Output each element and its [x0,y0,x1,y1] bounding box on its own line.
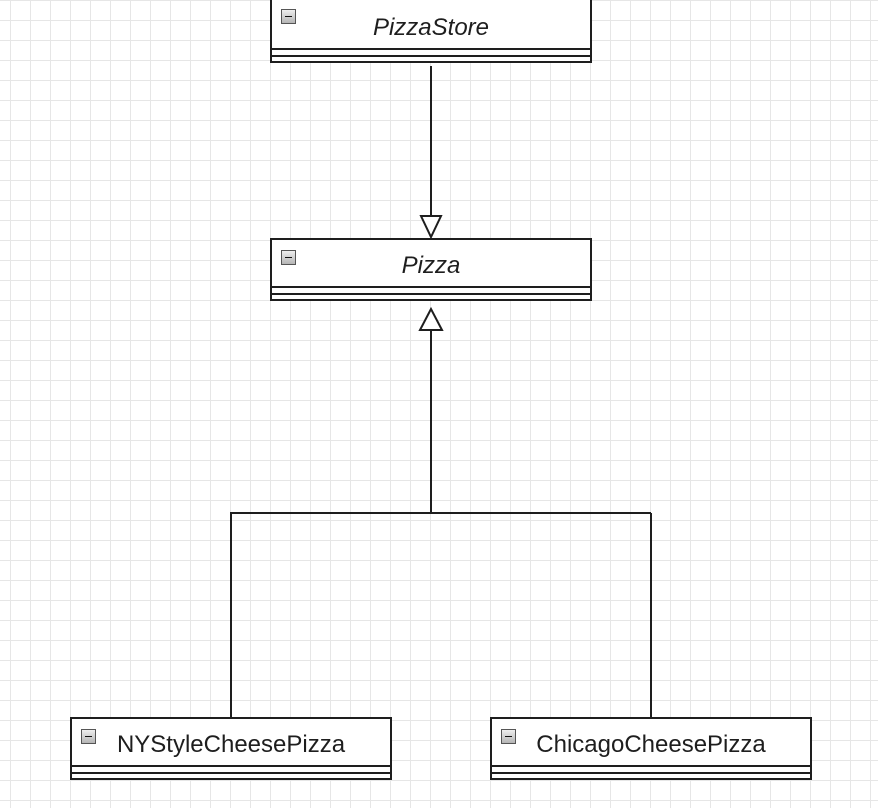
class-box-nystylecheesepizza[interactable]: NYStyleCheesePizza [70,717,392,780]
operations-compartment [492,774,810,778]
operations-compartment [272,295,590,299]
class-name-compartment: ChicagoCheesePizza [492,719,810,767]
class-name-nystylecheesepizza: NYStyleCheesePizza [116,731,346,758]
generalization-triangle-arrowhead [418,306,444,331]
class-name-compartment: NYStyleCheesePizza [72,719,390,767]
class-name-compartment: PizzaStore [272,0,590,50]
attributes-compartment [492,767,810,774]
collapse-icon[interactable] [501,729,516,744]
class-box-pizzastore[interactable]: PizzaStore [270,0,592,63]
class-name-compartment: Pizza [272,240,590,288]
collapse-icon[interactable] [281,250,296,265]
attributes-compartment [272,50,590,57]
operations-compartment [272,57,590,61]
class-box-pizza[interactable]: Pizza [270,238,592,301]
class-box-chicagocheesepizza[interactable]: ChicagoCheesePizza [490,717,812,780]
collapse-icon[interactable] [81,729,96,744]
class-name-chicagocheesepizza: ChicagoCheesePizza [536,731,766,758]
operations-compartment [72,774,390,778]
class-name-pizza: Pizza [401,252,461,279]
class-name-pizzastore: PizzaStore [372,14,490,41]
pizzastore-to-pizza-arrowhead [419,215,443,240]
attributes-compartment [272,288,590,295]
collapse-icon[interactable] [281,9,296,24]
attributes-compartment [72,767,390,774]
